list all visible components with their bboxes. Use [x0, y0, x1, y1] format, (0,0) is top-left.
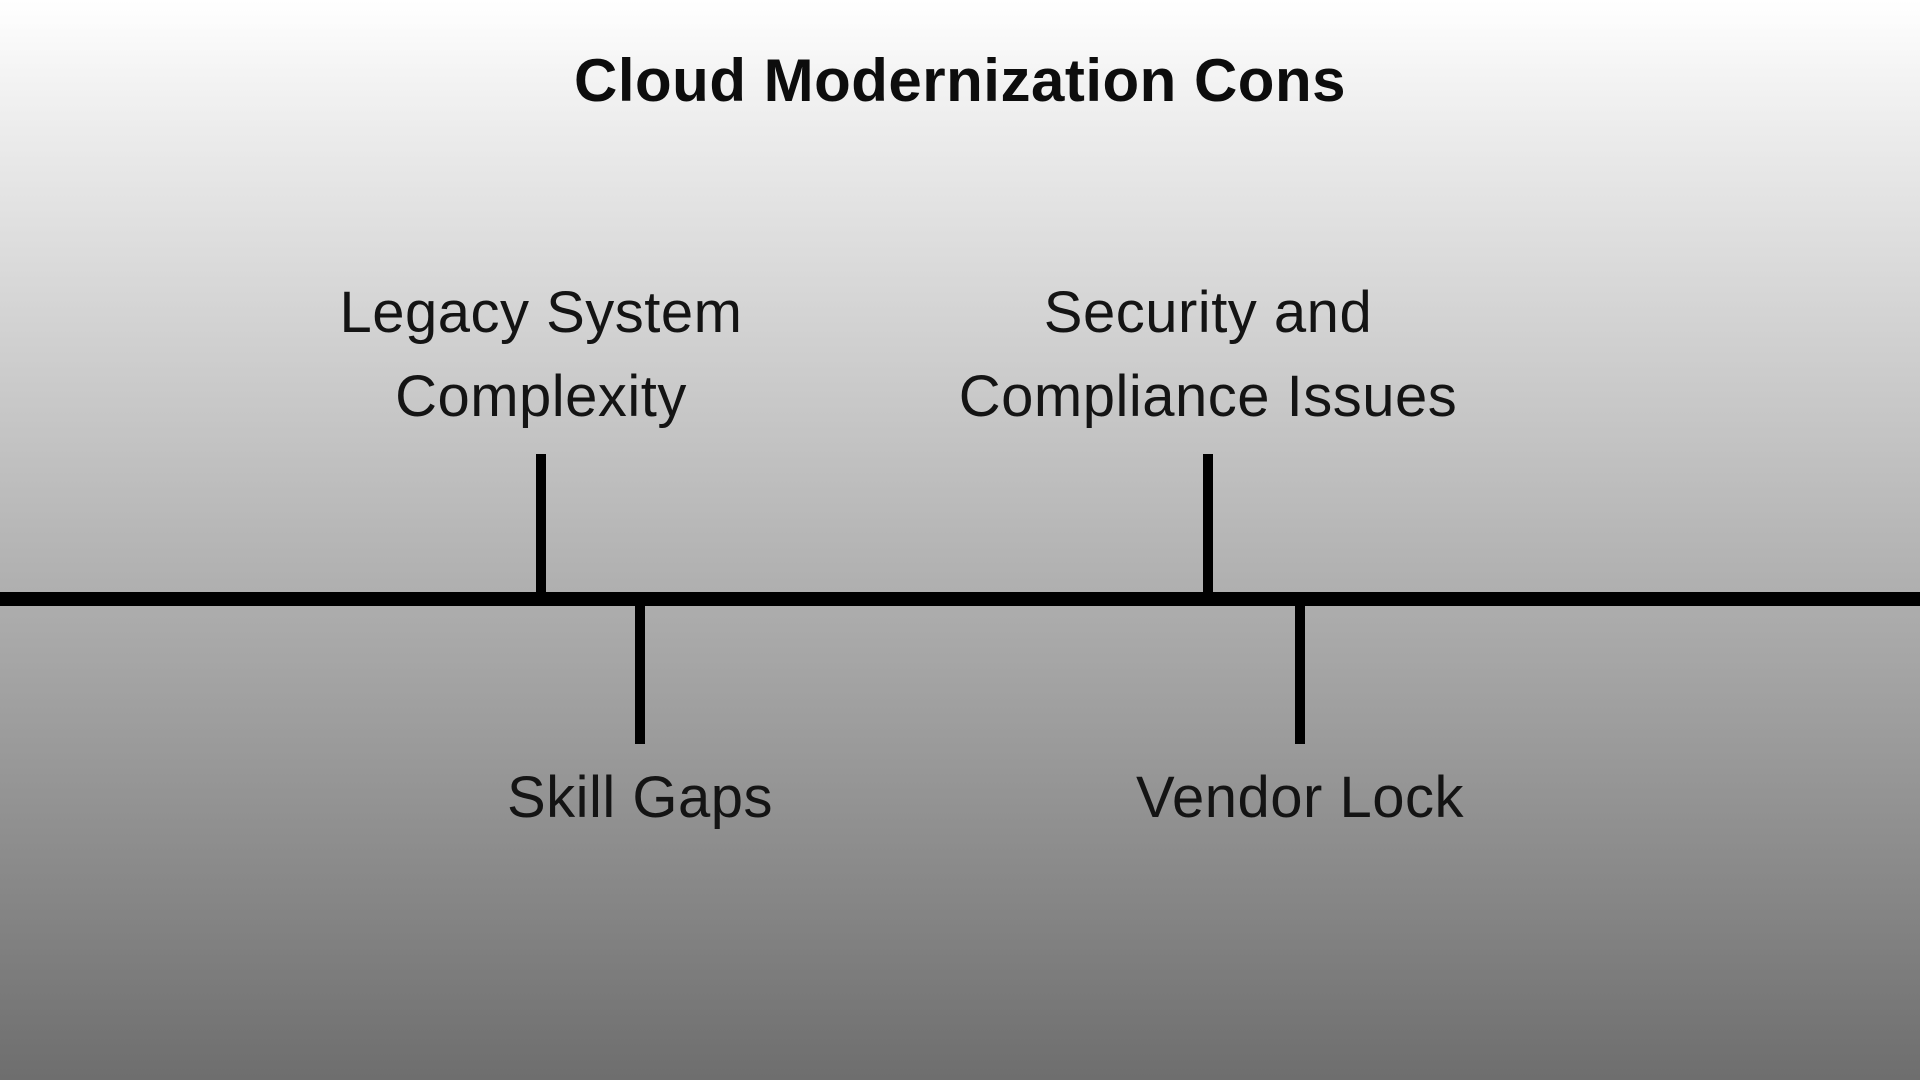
- tick-down-vendor-lock: [1295, 604, 1305, 744]
- tick-up-security-compliance: [1203, 454, 1213, 594]
- label-legacy-system-complexity: Legacy System Complexity: [191, 271, 891, 439]
- label-line: Compliance Issues: [958, 364, 1458, 429]
- label-line: Complexity: [395, 364, 687, 429]
- diagram-title: Cloud Modernization Cons: [574, 47, 1346, 114]
- label-skill-gaps: Skill Gaps: [506, 765, 774, 830]
- label-line: Legacy System: [339, 280, 743, 345]
- tick-up-legacy-system-complexity: [536, 454, 546, 594]
- tick-down-skill-gaps: [635, 604, 645, 744]
- label-vendor-lock: Vendor Lock: [1136, 765, 1464, 830]
- label-line: Security and: [1043, 280, 1373, 345]
- timeline-axis-line: [0, 592, 1920, 606]
- label-security-compliance-issues: Security and Compliance Issues: [858, 271, 1558, 439]
